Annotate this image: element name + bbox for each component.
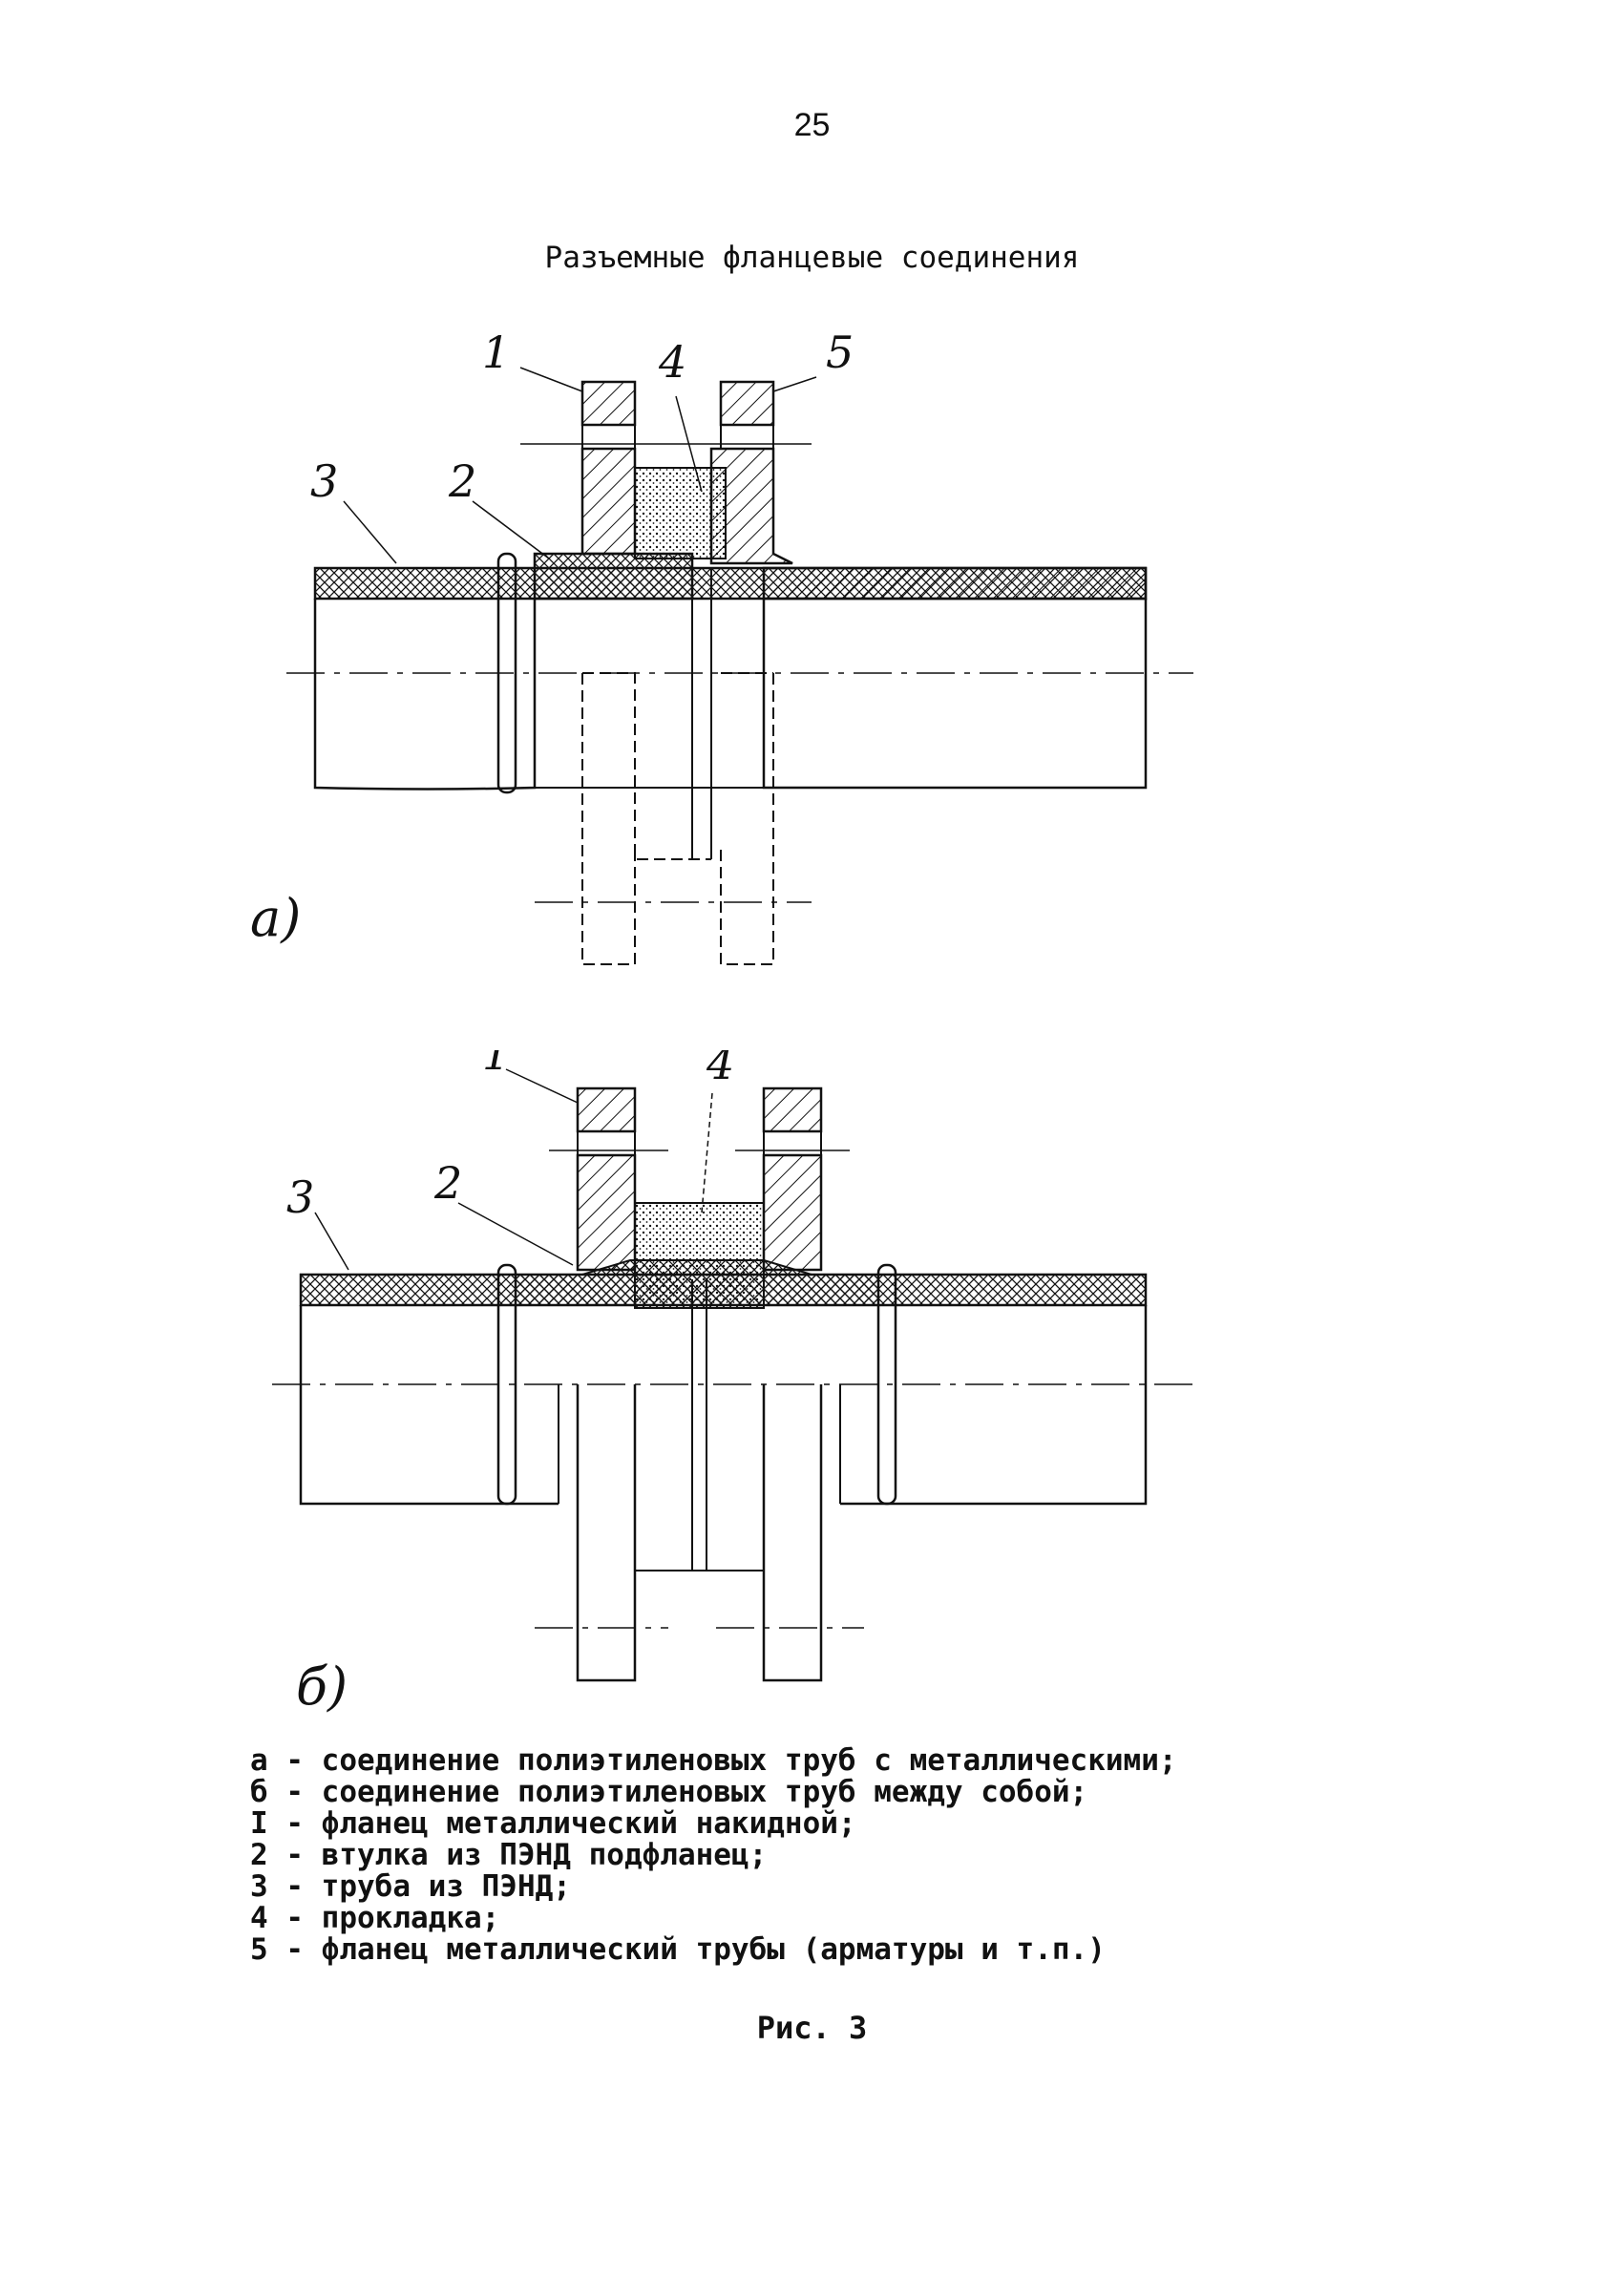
figure-b-label: б) xyxy=(296,1656,348,1717)
callout-2: 2 xyxy=(448,455,476,507)
page-number: 25 xyxy=(793,107,831,143)
figure-b-drawing: 1 2 3 4 б) xyxy=(272,1050,1193,1717)
page-title: Разъемные фланцевые соединения xyxy=(544,241,1080,275)
callout-5: 5 xyxy=(826,327,854,378)
legend-item: I - фланец металлический накидной; xyxy=(250,1806,856,1841)
figure-a-label: a) xyxy=(250,888,301,948)
legend-item: 5 - фланец металлический трубы (арматуры… xyxy=(250,1932,1106,1967)
legend-item: 4 - прокладка; xyxy=(250,1901,500,1935)
callout-3: 3 xyxy=(286,1171,314,1223)
callout-1: 1 xyxy=(482,1050,510,1080)
callout-4: 4 xyxy=(706,1050,734,1089)
legend-item: 2 - втулка из ПЭНД подфланец; xyxy=(250,1838,768,1872)
callout-3: 3 xyxy=(310,455,338,507)
callout-4: 4 xyxy=(658,336,686,388)
legend-item: а - соединение полиэтиленовых труб с мет… xyxy=(250,1743,1177,1778)
figure-a-drawing: 1 2 3 4 5 a) xyxy=(250,327,1193,965)
figure-caption: Рис. 3 xyxy=(756,2010,868,2046)
legend: а - соединение полиэтиленовых труб с мет… xyxy=(250,1745,1177,1966)
legend-item: 3 - труба из ПЭНД; xyxy=(250,1869,571,1904)
legend-item: б - соединение полиэтиленовых труб между… xyxy=(250,1775,1088,1809)
callout-1: 1 xyxy=(482,327,510,378)
callout-2: 2 xyxy=(433,1157,462,1209)
